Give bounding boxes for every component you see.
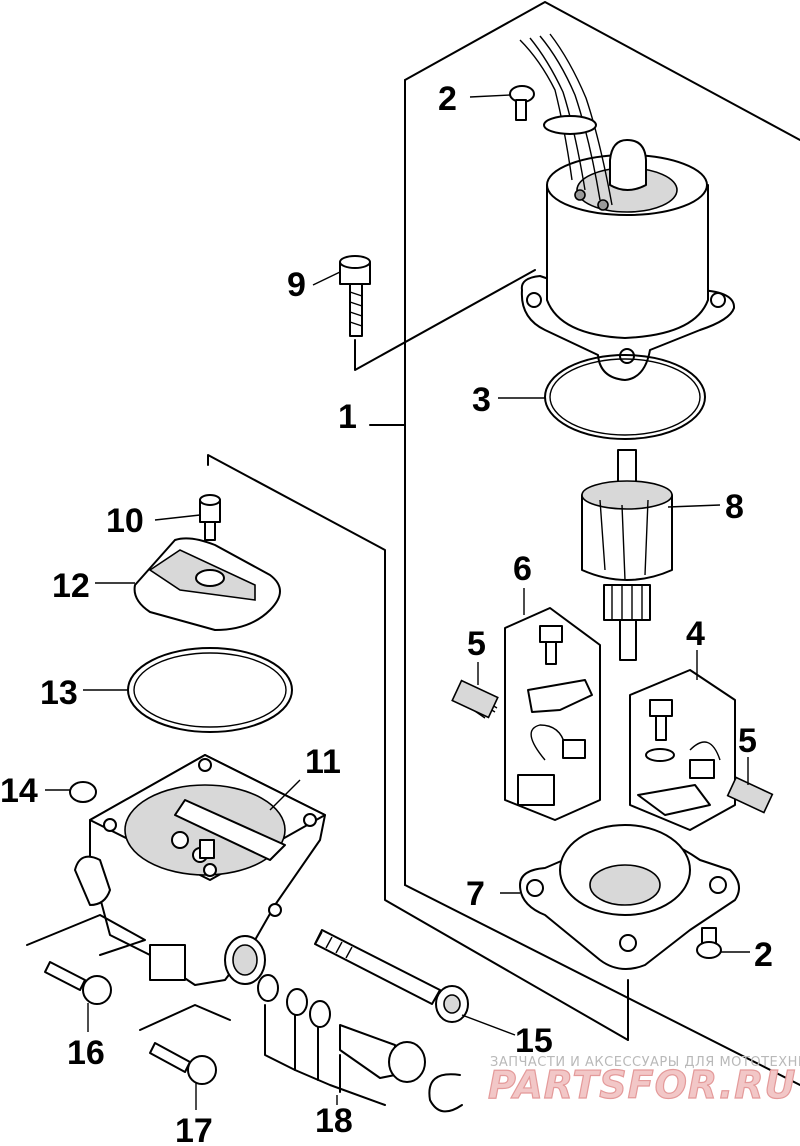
- watermark-tagline: ЗАПЧАСТИ И АКСЕССУАРЫ ДЛЯ МОТОТЕХНИКИ: [490, 1055, 800, 1070]
- callout-8: 8: [725, 488, 744, 526]
- callout-3: 3: [472, 381, 491, 419]
- o-ring-3: [544, 354, 706, 440]
- callout-15: 15: [515, 1022, 553, 1060]
- o-ring-14: [69, 781, 97, 803]
- spring-5-right: [726, 776, 774, 814]
- pump-frame: [207, 454, 629, 1041]
- armature-8: [581, 449, 673, 661]
- bolt-16: [26, 914, 146, 1005]
- pump-body-11: [74, 754, 326, 986]
- callout-6: 6: [513, 550, 532, 588]
- spring-5-left: [451, 679, 499, 719]
- end-cap-7: [519, 824, 740, 970]
- callout-5-left: 5: [467, 625, 486, 663]
- pin-10: [199, 494, 221, 541]
- callout-11: 11: [305, 743, 341, 781]
- callout-17: 17: [175, 1112, 213, 1146]
- callout-7: 7: [466, 875, 485, 913]
- bolt-9: [339, 255, 536, 371]
- callout-18: 18: [315, 1102, 353, 1140]
- watermark: ЗАПЧАСТИ И АКСЕССУАРЫ ДЛЯ МОТОТЕХНИКИ PA…: [487, 1055, 800, 1108]
- callout-14: 14: [0, 772, 38, 810]
- callout-5-right: 5: [738, 722, 757, 760]
- callout-12: 12: [52, 567, 90, 605]
- callout-labels: 1 2 2 3 4 5 5 6 7 8 9 10 11 12 13 14 15 …: [0, 80, 773, 1146]
- callout-4: 4: [686, 615, 705, 653]
- callout-2-top: 2: [438, 80, 457, 118]
- callout-10: 10: [106, 502, 144, 540]
- callout-13: 13: [40, 674, 78, 712]
- screw-2-top: [509, 85, 535, 121]
- brush-holder-6: [504, 607, 601, 821]
- bolt-17: [139, 1004, 231, 1085]
- callout-16: 16: [67, 1034, 105, 1072]
- callout-2-bottom: 2: [754, 936, 773, 974]
- callout-1: 1: [338, 398, 357, 436]
- valve-set-18: [257, 974, 463, 1113]
- assembly-frame-1: [369, 1, 800, 1086]
- plate-12: [133, 537, 281, 631]
- leader-lines: [45, 94, 750, 1110]
- callout-9: 9: [287, 266, 306, 304]
- o-ring-13: [127, 647, 293, 733]
- watermark-brand: PARTSFOR.RU: [488, 1063, 796, 1107]
- brush-holder-4: [629, 669, 736, 831]
- long-bolt-15: [314, 929, 469, 1023]
- screw-2-bottom: [696, 927, 722, 959]
- motor-housing: [519, 33, 736, 381]
